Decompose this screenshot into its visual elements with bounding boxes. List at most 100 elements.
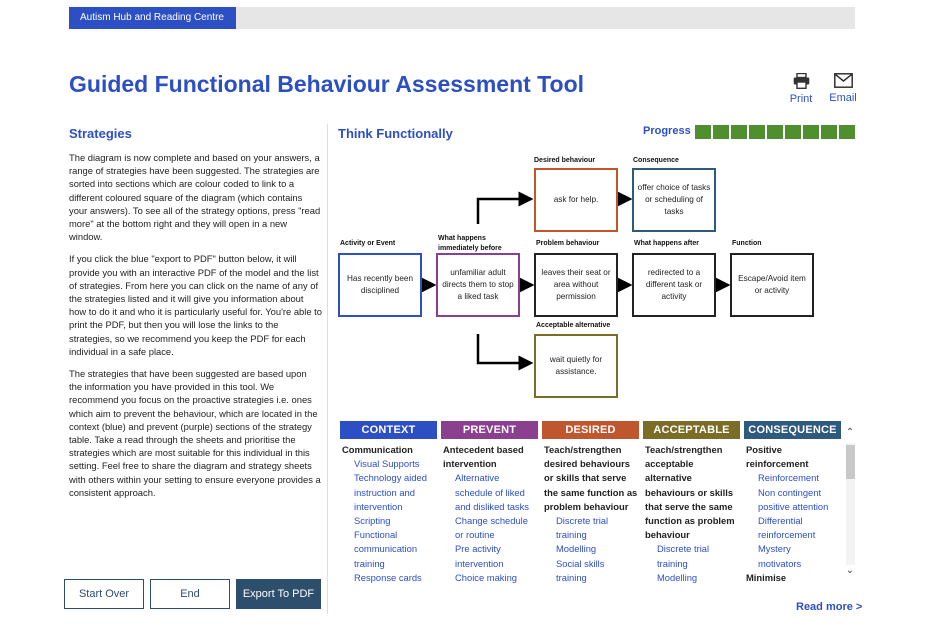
chevron-down-icon[interactable]: ⌄ <box>845 565 855 576</box>
strategy-link[interactable]: Modelling <box>556 543 597 555</box>
chevron-up-icon[interactable]: ⌃ <box>845 427 855 438</box>
box-acceptable-alternative: wait quietly for assistance. <box>534 334 618 398</box>
progress-segment <box>749 125 765 139</box>
strategy-link[interactable]: Pre activity <box>455 543 501 555</box>
strategy-heading: alternative <box>645 472 692 484</box>
strategy-link[interactable]: Response cards <box>354 571 422 583</box>
page-title: Guided Functional Behaviour Assessment T… <box>69 71 585 97</box>
strategy-link[interactable]: Functional <box>354 529 398 541</box>
strategy-link[interactable]: Discrete trial <box>556 515 609 527</box>
label-acceptable-alternative: Acceptable alternative <box>536 322 611 329</box>
email-label: Email <box>829 92 857 104</box>
progress-segment <box>695 125 711 139</box>
strategy-heading: problem behaviour <box>544 500 629 512</box>
strategy-link[interactable]: Reinforcement <box>758 472 819 484</box>
progress-segment <box>731 125 747 139</box>
label-what-happens-after: What happens after <box>634 240 699 247</box>
progress-segment <box>713 125 729 139</box>
box-immediately-before: unfamiliar adult directs them to stop a … <box>436 253 520 317</box>
strategy-link[interactable]: training <box>556 529 587 541</box>
strategy-link[interactable]: instruction and <box>354 486 415 498</box>
strategy-link[interactable]: training <box>556 571 587 583</box>
read-more-link[interactable]: Read more > <box>796 601 863 613</box>
progress-segment <box>803 125 819 139</box>
strategy-heading: Positive <box>746 444 782 455</box>
progress-segment <box>821 125 837 139</box>
start-over-button[interactable]: Start Over <box>64 579 144 609</box>
printer-icon <box>793 73 809 89</box>
box-what-happens-after: redirected to a different task or activi… <box>632 253 716 317</box>
strategy-link[interactable]: training <box>657 557 688 569</box>
strategy-link[interactable]: Alternative <box>455 472 500 484</box>
strategy-link[interactable]: Non contingent <box>758 486 822 498</box>
strategy-link[interactable]: training <box>354 557 385 569</box>
scrollbar-thumb[interactable] <box>846 445 855 479</box>
scrollbar-track[interactable] <box>846 443 855 565</box>
strategy-heading: or skills that serve <box>544 472 627 484</box>
table-scrollbar[interactable]: ⌃ ⌄ <box>844 427 856 581</box>
strategy-heading: desired behaviours <box>544 458 630 470</box>
label-what-happens-before-2: immediately before <box>438 245 502 252</box>
export-pdf-button[interactable]: Export To PDF <box>236 579 321 609</box>
strategy-heading: behaviour <box>645 529 690 541</box>
strategy-link[interactable]: schedule of liked <box>455 486 525 498</box>
label-activity: Activity or Event <box>340 240 396 247</box>
strategy-link[interactable]: positive attention <box>758 500 829 512</box>
column-header-context: CONTEXT <box>340 421 437 439</box>
strategy-heading: that serve the same <box>645 500 733 512</box>
progress-segment <box>785 125 801 139</box>
strategy-heading: acceptable <box>645 458 694 470</box>
strategy-link[interactable]: Visual Supports <box>354 458 420 470</box>
strategy-heading: Communication <box>342 444 413 455</box>
strategy-heading: intervention <box>443 458 497 470</box>
label-what-happens-before: What happens <box>438 235 486 242</box>
strategies-title: Strategies <box>69 126 132 141</box>
end-button[interactable]: End <box>150 579 230 609</box>
column-header-prevent: PREVENT <box>441 421 538 439</box>
strategy-link[interactable]: Mystery <box>758 543 791 555</box>
column-header-acceptable: ACCEPTABLE <box>643 421 740 439</box>
strategy-link[interactable]: Discrete trial <box>657 543 710 555</box>
email-button[interactable]: Email <box>826 73 860 104</box>
strategy-link[interactable]: motivators <box>758 557 802 569</box>
strategy-link[interactable]: reinforcement <box>758 529 816 541</box>
label-function: Function <box>732 240 762 247</box>
strategy-link[interactable]: Change schedule <box>455 515 528 527</box>
strategy-link[interactable]: Technology aided <box>354 472 427 484</box>
box-consequence: offer choice of tasks or scheduling of t… <box>632 168 716 232</box>
box-desired-behaviour: ask for help. <box>534 168 618 232</box>
progress-segment <box>839 125 855 139</box>
label-problem-behaviour: Problem behaviour <box>536 240 600 247</box>
strategy-link[interactable]: Choice making <box>455 571 518 583</box>
breadcrumb-bar: Autism Hub and Reading Centre <box>69 7 855 29</box>
column-divider <box>327 124 328 614</box>
print-button[interactable]: Print <box>786 73 816 105</box>
strategy-heading: Antecedent based <box>443 444 524 455</box>
strategies-paragraph: The strategies that have been suggested … <box>69 368 321 498</box>
strategy-link[interactable]: communication <box>354 543 418 555</box>
strategy-link[interactable]: Modelling <box>657 571 698 583</box>
envelope-icon <box>833 73 853 88</box>
label-desired-behaviour: Desired behaviour <box>534 157 596 164</box>
strategy-link[interactable]: and disliked tasks <box>455 500 529 512</box>
strategy-link[interactable]: intervention <box>354 500 403 512</box>
strategy-link[interactable]: or routine <box>455 529 495 541</box>
breadcrumb-link[interactable]: Autism Hub and Reading Centre <box>69 7 236 29</box>
strategy-heading: the same function as <box>544 486 638 498</box>
strategy-link[interactable]: intervention <box>455 557 504 569</box>
strategies-paragraph: The diagram is now complete and based on… <box>69 152 321 243</box>
progress-label: Progress <box>643 125 691 137</box>
strategy-link[interactable]: Social skills <box>556 557 605 569</box>
strategy-link[interactable]: Differential <box>758 515 803 527</box>
column-header-consequence: CONSEQUENCE <box>744 421 841 439</box>
strategy-link[interactable]: Scripting <box>354 515 391 527</box>
